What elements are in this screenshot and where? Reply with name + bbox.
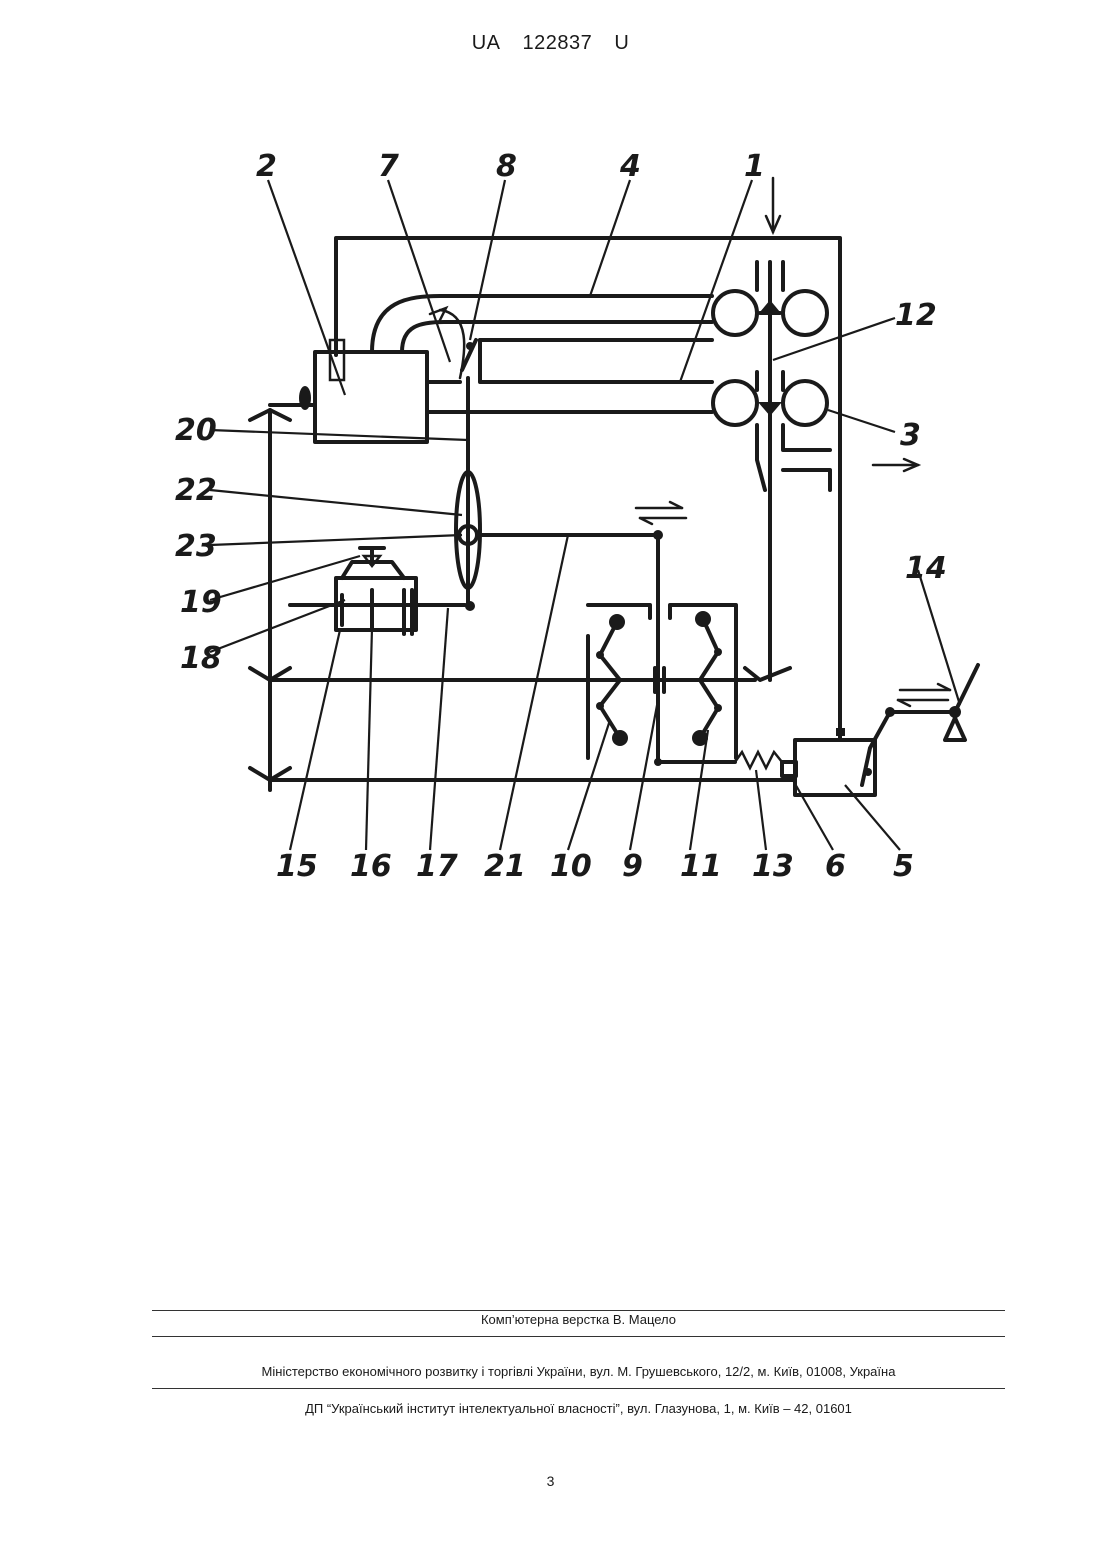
rod-21-pivot — [653, 530, 663, 540]
turbine-upper-left — [713, 291, 757, 335]
block-5-top-valve — [836, 728, 845, 736]
label-14: 14 — [905, 551, 947, 586]
label-8: 8 — [496, 149, 517, 184]
leader-11 — [690, 730, 708, 850]
schematic-drawing: 2 7 8 4 1 12 3 20 22 23 19 18 14 15 16 1… — [0, 0, 1101, 960]
label-19: 19 — [180, 585, 222, 620]
label-1: 1 — [744, 149, 765, 184]
upper-rotor-hat — [760, 300, 780, 312]
label-10: 10 — [550, 849, 592, 884]
outlet-3-b — [783, 425, 830, 450]
label-15: 15 — [276, 849, 318, 884]
outlet-3-c — [783, 470, 830, 490]
label-16: 16 — [350, 849, 392, 884]
spring-13 — [735, 752, 782, 768]
leader-15 — [290, 630, 340, 850]
leader-2 — [268, 180, 345, 395]
leader-17 — [430, 608, 448, 850]
turbine-upper-right — [783, 291, 827, 335]
leader-18 — [210, 600, 345, 652]
label-4: 4 — [619, 149, 641, 184]
outlet-3-a — [757, 425, 765, 490]
lever-end-joint — [864, 768, 872, 776]
leader-1 — [680, 180, 752, 382]
footer-institute-address: ДП “Український інститут інтелектуальної… — [152, 1401, 1005, 1416]
footer-rule-bottom — [152, 1388, 1005, 1389]
leader-22 — [210, 490, 462, 515]
leader-21 — [500, 535, 568, 850]
leader-8 — [470, 180, 505, 340]
footer-layout-credit: Комп’ютерна верстка В. Мацело — [152, 1312, 1005, 1327]
pipe-1 — [480, 340, 712, 382]
label-22: 22 — [175, 473, 217, 508]
block-5-housing — [795, 740, 875, 795]
label-21: 21 — [484, 849, 526, 884]
leader-20 — [210, 430, 468, 440]
turbine-lower-right — [783, 381, 827, 425]
flyweight-11-joint-a — [714, 648, 722, 656]
label-18: 18 — [180, 641, 222, 676]
block-2-housing — [315, 352, 427, 442]
label-5: 5 — [893, 849, 914, 884]
flyweight-10-joint-a — [596, 651, 604, 659]
pedal-14-base — [945, 718, 965, 740]
lower-rotor-hat — [758, 402, 782, 416]
leader-16 — [366, 628, 372, 850]
page-number: 3 — [0, 1473, 1101, 1489]
footer-rule-middle — [152, 1336, 1005, 1337]
label-12: 12 — [895, 298, 937, 333]
footer-rule-top — [152, 1310, 1005, 1311]
leader-7 — [388, 180, 450, 362]
fan-blade — [299, 386, 311, 410]
label-3: 3 — [900, 418, 921, 453]
label-9: 9 — [622, 849, 643, 884]
leader-9 — [630, 700, 658, 850]
leader-12 — [773, 318, 895, 360]
schematic-figure: 2 7 8 4 1 12 3 20 22 23 19 18 14 15 16 1… — [0, 0, 1101, 960]
pedal-14 — [955, 665, 978, 712]
label-6: 6 — [825, 849, 846, 884]
label-7: 7 — [378, 149, 399, 184]
label-13: 13 — [752, 849, 794, 884]
label-11: 11 — [680, 849, 722, 884]
flyweight-11-joint-b — [714, 704, 722, 712]
clutch-lower-dot — [654, 758, 662, 766]
leader-6 — [790, 775, 833, 850]
footer-ministry-address: Міністерство економічного розвитку і тор… — [152, 1364, 1005, 1379]
bend-pipe-inner — [402, 322, 712, 352]
lever-joint — [885, 707, 895, 717]
label-23: 23 — [175, 529, 217, 564]
leader-23 — [210, 535, 462, 545]
turbine-lower-left — [713, 381, 757, 425]
flyweight-10-joint-b — [596, 702, 604, 710]
label-2: 2 — [256, 149, 277, 184]
rod-21 — [478, 535, 658, 762]
label-17: 17 — [416, 849, 458, 884]
label-20: 20 — [175, 413, 217, 448]
